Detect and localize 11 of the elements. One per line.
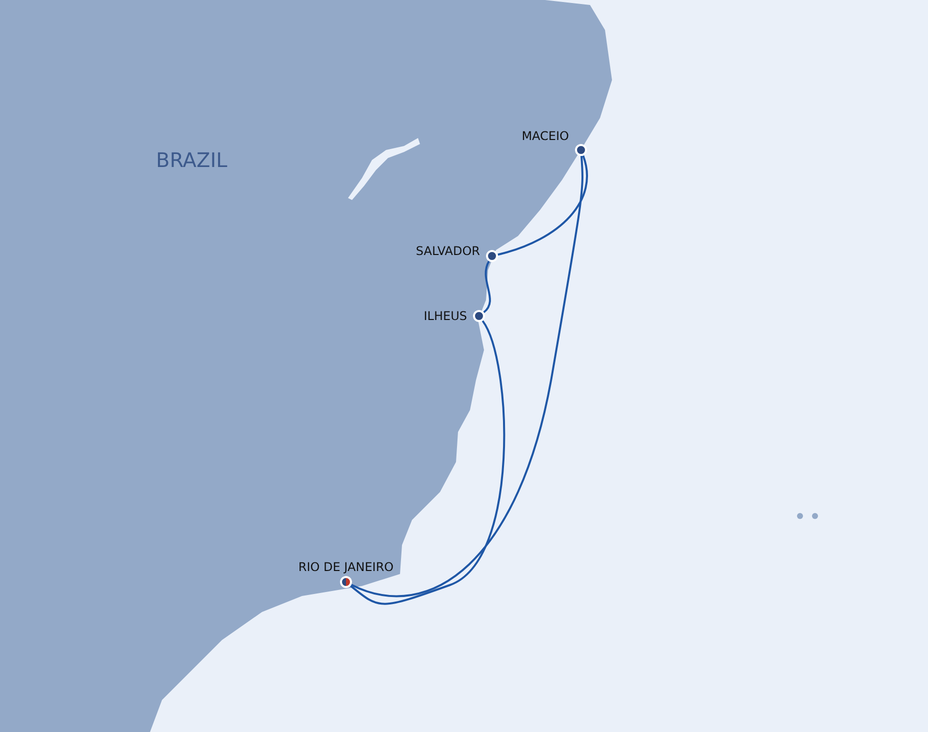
route-line xyxy=(350,320,506,605)
route-line xyxy=(350,156,584,597)
port-label: RIO DE JANEIRO xyxy=(298,560,394,574)
country-label: BRAZIL xyxy=(156,148,228,172)
port-label: MACEIO xyxy=(522,129,569,143)
route-line xyxy=(498,155,588,256)
port-marker xyxy=(424,309,485,323)
route-line xyxy=(483,260,491,314)
port-label: SALVADOR xyxy=(416,244,480,258)
port-label: ILHEUS xyxy=(424,309,467,323)
port-marker xyxy=(298,560,394,588)
